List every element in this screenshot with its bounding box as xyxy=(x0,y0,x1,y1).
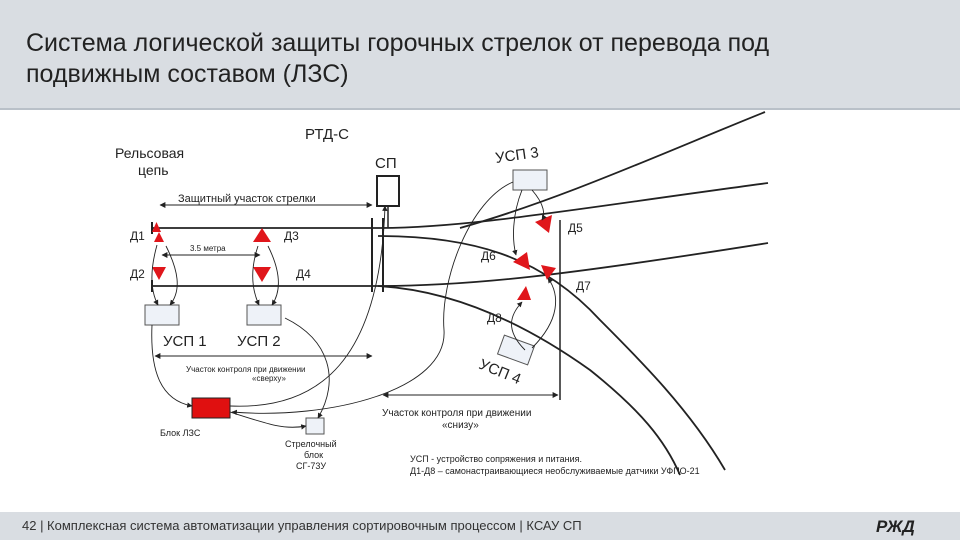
sensor-d6 xyxy=(513,252,530,270)
label-d1: Д1 xyxy=(130,229,145,243)
footer-bar: 42 | Комплексная система автоматизации у… xyxy=(0,512,960,540)
header-bar: Система логической защиты горочных стрел… xyxy=(0,0,960,110)
sensors xyxy=(152,215,556,300)
label-d2: Д2 xyxy=(130,267,145,281)
sensor-d4 xyxy=(253,267,271,282)
label-usp1: УСП 1 xyxy=(163,333,207,350)
sensor-d8 xyxy=(517,286,531,300)
rail-lines xyxy=(152,111,769,476)
label-usp3: УСП 3 xyxy=(494,144,540,167)
sensor-d1 xyxy=(152,222,161,232)
label-switch-block-2: блок xyxy=(304,450,323,460)
block-lzs xyxy=(191,397,231,419)
rzd-logo-icon: РЖД xyxy=(876,517,915,536)
label-rail-circuit-1: Рельсовая xyxy=(115,145,184,161)
svg-text:РЖД: РЖД xyxy=(876,517,915,536)
label-sp: СП xyxy=(375,155,397,172)
diverging-curve-4 xyxy=(377,285,681,476)
usp1-box xyxy=(144,304,180,326)
label-d6: Д6 xyxy=(481,249,496,263)
sensor-d5 xyxy=(535,215,552,233)
sp-block xyxy=(376,175,400,228)
usp3-box xyxy=(512,169,548,191)
label-ctrl-bottom-2: «снизу» xyxy=(442,420,479,431)
title-line-2: подвижным составом (ЛЗС) xyxy=(26,60,349,88)
switch-block xyxy=(305,417,325,435)
sensor-d3 xyxy=(253,228,271,242)
label-switch-block-3: СГ-73У xyxy=(296,461,326,471)
label-switch-block-1: Стрелочный xyxy=(285,439,337,449)
label-rail-circuit-2: цепь xyxy=(138,162,169,178)
label-protect-zone: Защитный участок стрелки xyxy=(178,193,316,205)
label-ctrl-bottom-1: Участок контроля при движении xyxy=(382,408,531,419)
label-rtd: РТД-С xyxy=(305,126,349,143)
label-block-lzs: Блок ЛЗС xyxy=(160,428,201,438)
label-ctrl-top-1: Участок контроля при движении xyxy=(186,365,306,374)
title-line-1: Система логической защиты горочных стрел… xyxy=(26,29,770,57)
label-d3: Д3 xyxy=(284,229,299,243)
diverging-curve-1 xyxy=(377,182,769,229)
lzs-diagram: РТД-С СП Рельсовая цепь Защитный участок… xyxy=(115,111,769,476)
usp2-box xyxy=(246,304,282,326)
label-distance: 3.5 метра xyxy=(190,244,226,253)
sensor-d2 xyxy=(152,267,166,280)
label-ctrl-top-2: «сверху» xyxy=(252,374,287,383)
footer-text: 42 | Комплексная система автоматизации у… xyxy=(22,518,582,533)
outer-curve-top xyxy=(459,111,766,229)
sensor-d6b xyxy=(541,265,556,280)
label-d4: Д4 xyxy=(296,267,311,281)
legend-line-2: Д1-Д8 – самонастраивающиеся необслуживае… xyxy=(410,466,700,476)
comm-links xyxy=(151,181,557,430)
diverging-curve-2 xyxy=(377,242,769,287)
usp4-box xyxy=(496,334,536,366)
legend-line-1: УСП - устройство сопряжения и питания. xyxy=(410,454,582,464)
label-d8: Д8 xyxy=(487,311,502,325)
label-d7: Д7 xyxy=(576,279,591,293)
diverging-curve-3 xyxy=(377,235,726,471)
page-title: Система логической защиты горочных стрел… xyxy=(26,28,926,90)
label-d5: Д5 xyxy=(568,221,583,235)
label-usp2: УСП 2 xyxy=(237,333,281,350)
